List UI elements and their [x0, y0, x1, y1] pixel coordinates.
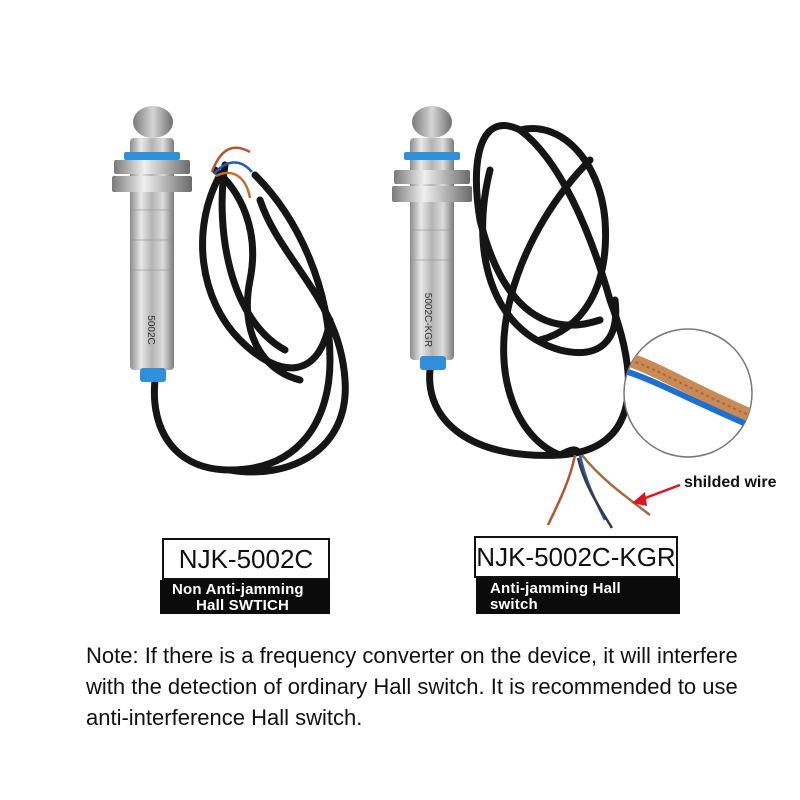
- left-wires: [210, 146, 253, 199]
- callout-arrow: [632, 483, 681, 506]
- right-wires: [546, 454, 651, 529]
- right-type-line1: Anti-jamming Hall: [490, 580, 621, 597]
- right-type-line2: switch: [490, 596, 538, 613]
- left-body-print: 5002C: [145, 315, 156, 344]
- left-type-line2: Hall SWTICH: [196, 597, 290, 614]
- right-sensor: 5002C-KGR: [392, 106, 651, 529]
- note-text: Note: If there is a frequency converter …: [86, 643, 738, 730]
- shielded-wire-zoom-inset: [623, 328, 753, 458]
- left-cable: [150, 161, 349, 476]
- right-body-print: 5002C-KGR: [422, 293, 433, 347]
- right-type-label: Anti-jamming Hall switch: [476, 578, 680, 614]
- sensors-illustration: 5002C: [112, 106, 753, 529]
- left-type-line1: Non Anti-jamming: [172, 581, 304, 598]
- right-model-label: NJK-5002C-KGR: [474, 536, 678, 578]
- left-model-label: NJK-5002C: [162, 538, 330, 580]
- shielded-wire-caption: shilded wire: [684, 474, 777, 491]
- left-sensor: 5002C: [112, 106, 349, 476]
- right-cable: [426, 122, 632, 459]
- left-type-label: Non Anti-jamming Hall SWTICH: [160, 580, 330, 614]
